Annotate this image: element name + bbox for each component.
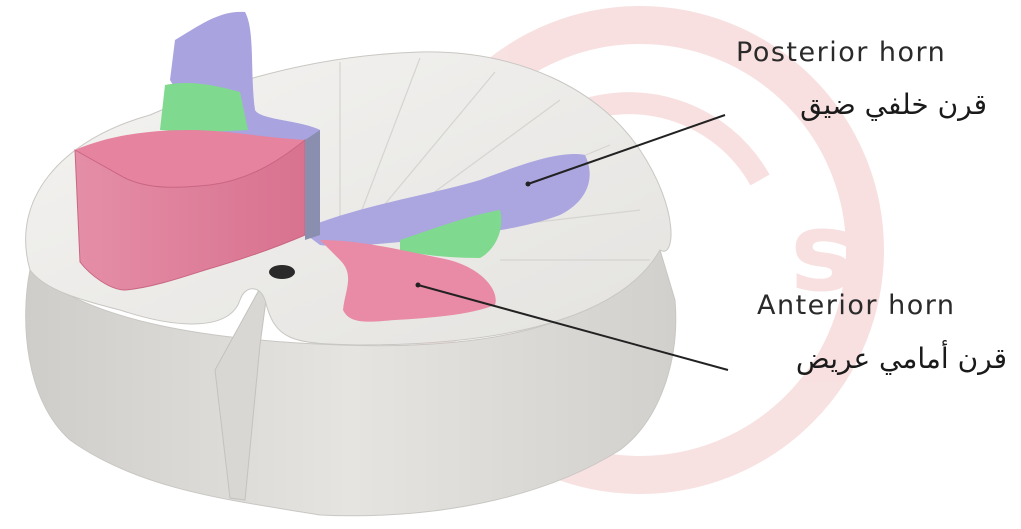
anterior-horn-label-ar: قرن أمامي عريض	[796, 342, 1007, 375]
posterior-horn-label-en: Posterior horn	[736, 37, 946, 68]
posterior-horn-label-ar: قرن خلفي ضيق	[800, 88, 987, 121]
anterior-leader-dot	[416, 283, 421, 288]
central-canal	[269, 265, 295, 279]
posterior-leader-dot	[526, 182, 531, 187]
anterior-horn-label-en: Anterior horn	[757, 290, 955, 321]
central-cut-edge	[305, 130, 320, 240]
